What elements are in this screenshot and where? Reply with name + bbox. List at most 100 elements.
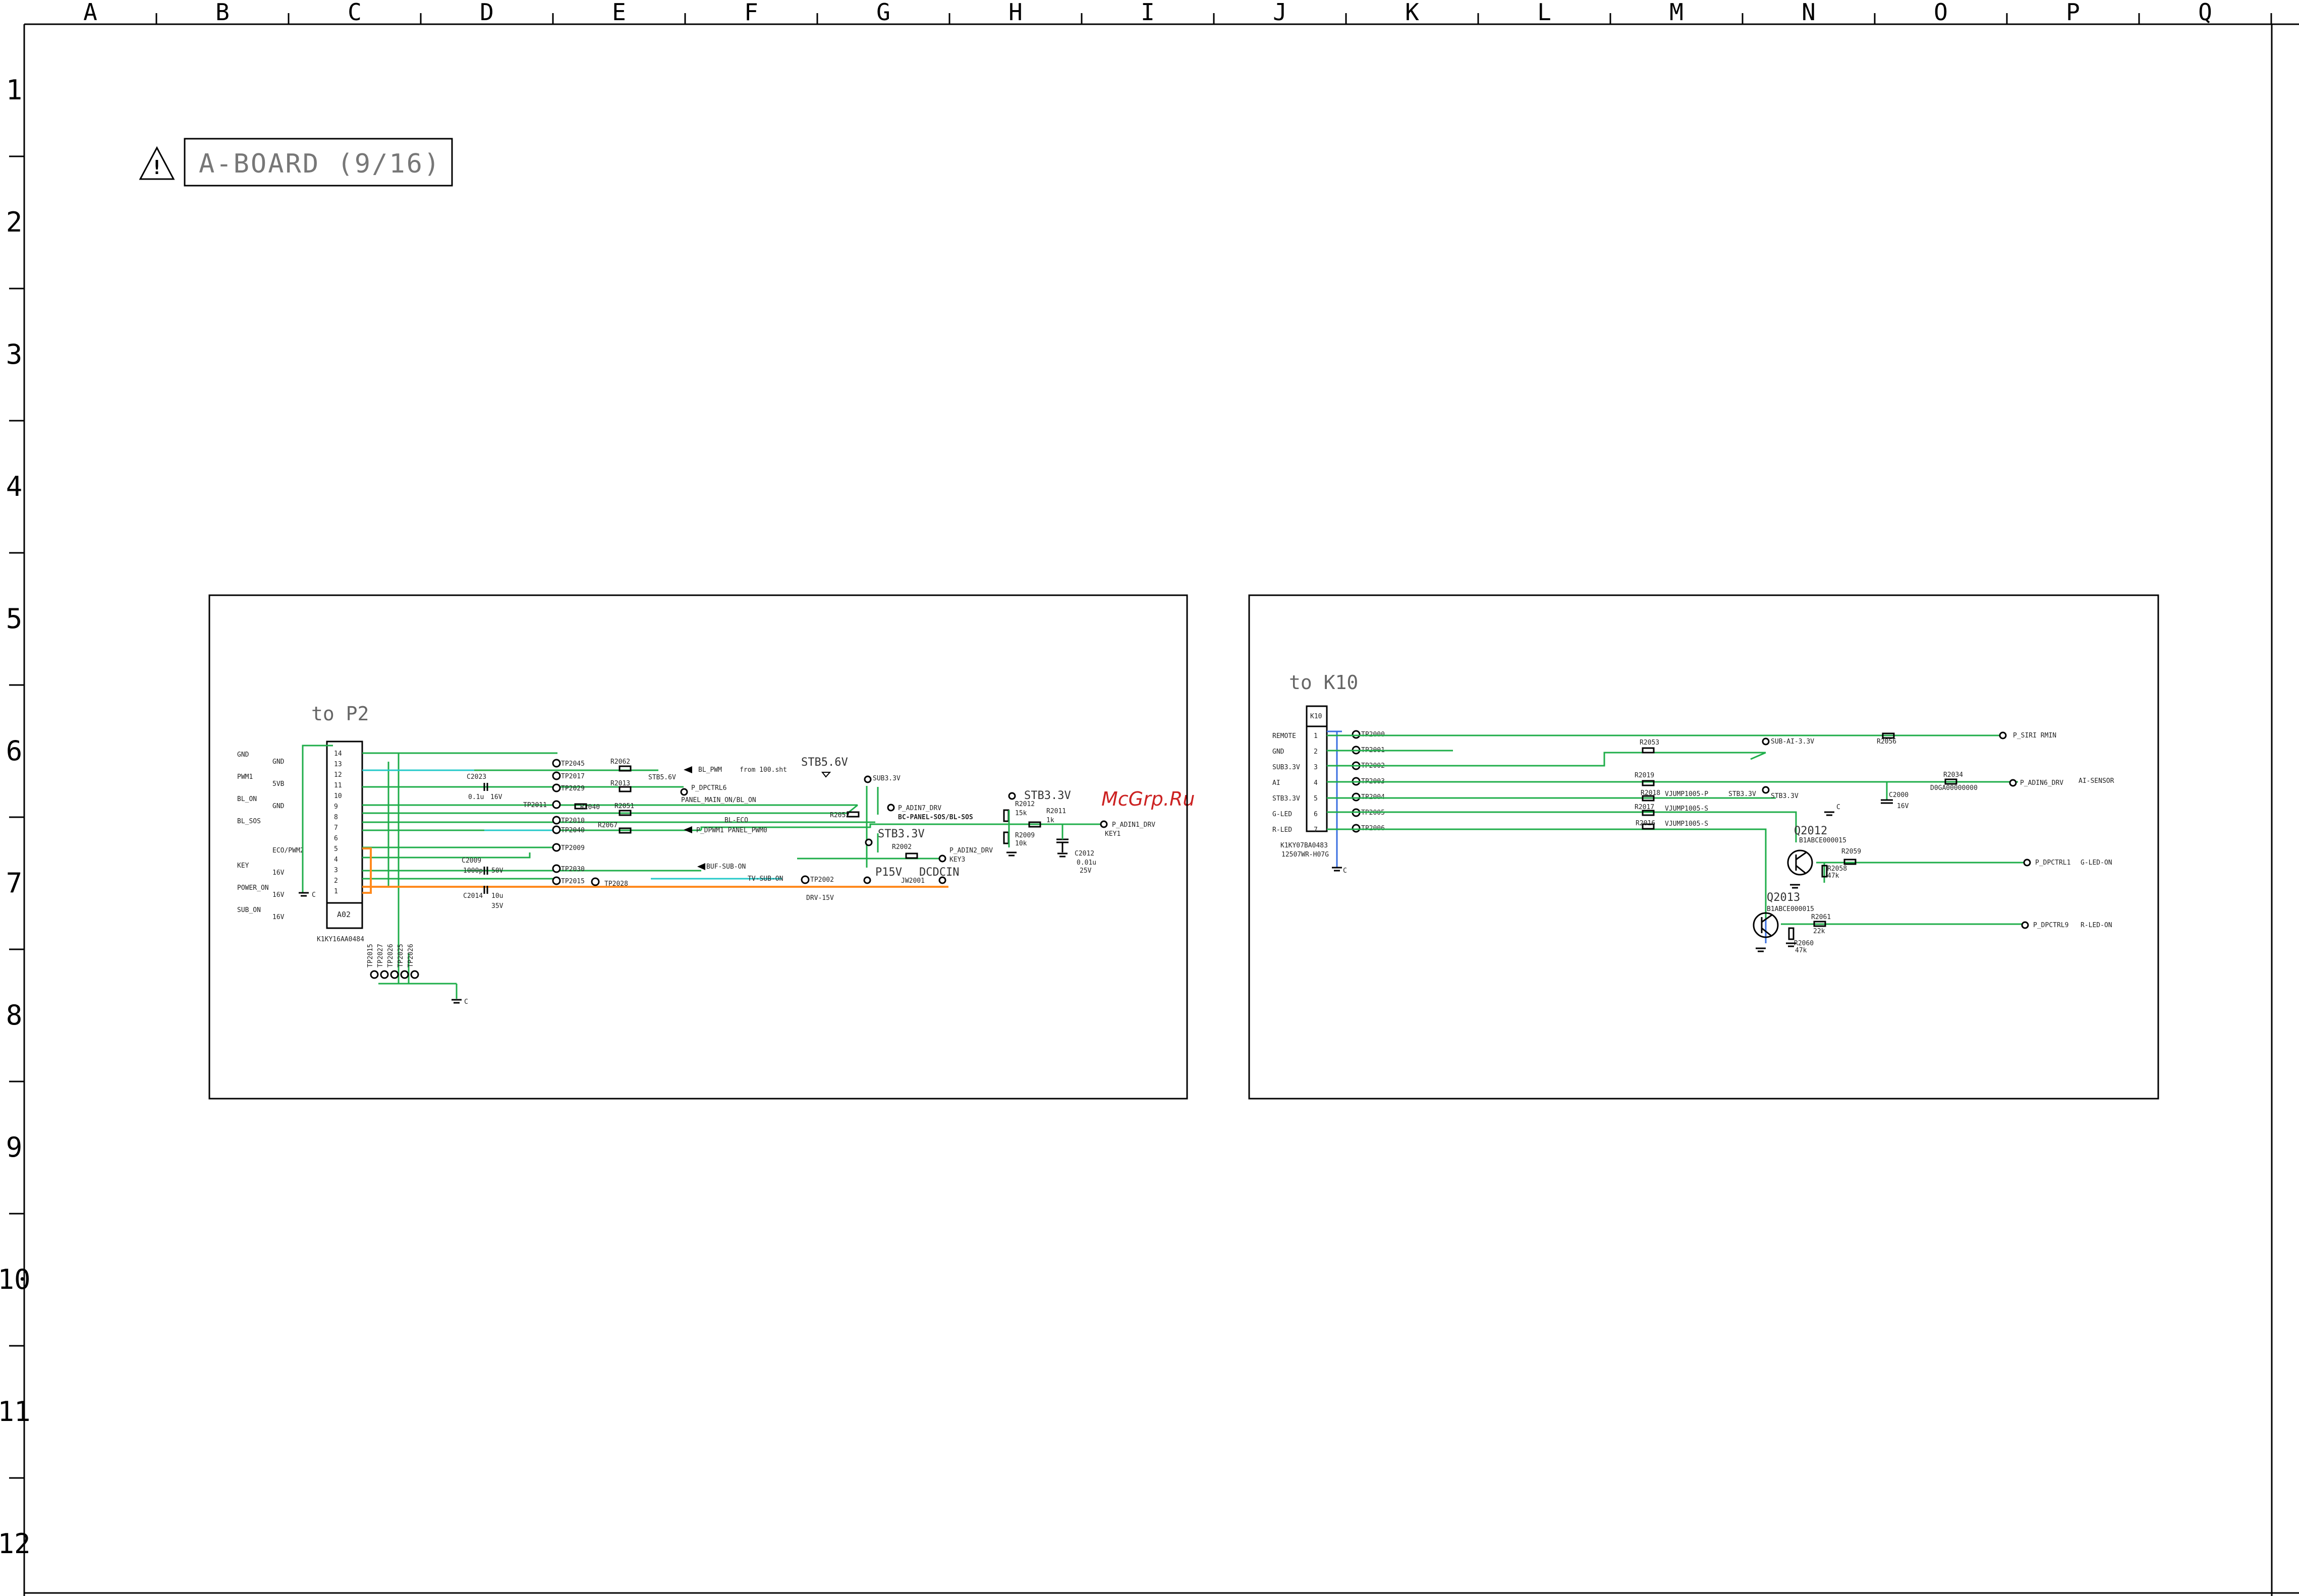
row-label: 9: [6, 1131, 23, 1163]
left-block-heading: to P2: [311, 703, 369, 725]
ground-c-right-2: C: [1836, 804, 1840, 811]
warning-mark: !: [151, 156, 163, 179]
c2000-voltage: 16V: [1897, 803, 1909, 810]
transistor-q2013-icon: [1753, 912, 1779, 938]
net-bl-pwm: BL_PWM: [698, 766, 722, 774]
signal-value: GND: [272, 803, 285, 810]
net-dcdcin: DCDCIN: [919, 866, 959, 879]
q2013-part: B1ABCE000015: [1767, 905, 1814, 913]
signal-name: AI: [1272, 779, 1280, 787]
r2059-label: R2059: [1841, 848, 1861, 856]
c2012-value: 0.01u: [1077, 859, 1096, 867]
signal-name: GND: [1272, 748, 1284, 756]
tp2010-label: TP2010: [561, 817, 585, 825]
connector-a02-body: [326, 740, 363, 929]
net-ai-sensor: AI-SENSOR: [2079, 777, 2114, 785]
net-p-adin1: P_ADIN1_DRV: [1112, 821, 1155, 829]
tp2002-label: TP2002: [810, 876, 834, 884]
column-label: B: [215, 0, 230, 26]
net-drv15v: DRV-15V: [806, 894, 834, 902]
tp2015-label: TP2015: [561, 878, 585, 885]
testpoint-label: TP2026: [387, 944, 395, 967]
row-label: 12: [0, 1528, 31, 1560]
signal-name: REMOTE: [1272, 732, 1296, 740]
tp2011-label: TP2011: [523, 802, 547, 809]
signal-value: 16V: [272, 891, 285, 899]
signal-name: R-LED: [1272, 826, 1292, 834]
pin-number: 3: [334, 867, 338, 874]
pin-number: 2: [334, 877, 338, 885]
right-schematic-block: to K10 K10 K1KY07BA0483 12507WR-H07G 123…: [1248, 594, 2159, 1100]
board-title: ! A-BOARD (9/16): [139, 138, 453, 187]
signal-name: G-LED: [1272, 811, 1292, 818]
net-key3: KEY3: [949, 856, 965, 864]
row-label: 7: [6, 867, 23, 899]
net-p-dpwm1: P_DPWM1 PANEL_PWM0: [696, 827, 767, 834]
right-block-heading: to K10: [1289, 671, 1358, 694]
r2011-label: R2011: [1046, 808, 1066, 815]
testpoint-marker: [1352, 824, 1361, 833]
testpoint-marker: [410, 970, 419, 979]
testpoint-marker: [1352, 730, 1361, 739]
pin-number: 7: [334, 824, 338, 832]
testpoint-label: TP2026: [407, 944, 415, 967]
net-p-dpctrl1: P_DPCTRL1: [2035, 859, 2070, 867]
connector-a02-signals: GNDGNDPWM15VBBL_ONGNDBL_SOSECO/PWM2KEY16…: [237, 751, 304, 921]
pin-number: 3: [1314, 764, 1318, 771]
net-p15v: P15V: [875, 866, 902, 879]
connector-a02-part: K1KY16AA0484: [317, 936, 364, 943]
ground-c-1: C: [312, 891, 316, 899]
tp2045-label: TP2045: [561, 760, 585, 768]
signal-name: SUB3.3V: [1272, 764, 1300, 771]
testpoint-label: TP2015: [367, 944, 374, 967]
net-p-adin6: P_ADIN6_DRV: [2020, 779, 2063, 787]
tp2029-label: TP2029: [561, 785, 585, 792]
r2016-label: R2016: [1636, 820, 1655, 827]
net-vjump-p: VJUMP1005-P: [1665, 790, 1708, 798]
net-stb33-2: STB3.3V: [1771, 792, 1799, 800]
pin-number: 13: [334, 761, 342, 768]
pin-number: 8: [334, 814, 338, 821]
signal-value: 16V: [272, 914, 285, 921]
testpoint-marker: [1352, 792, 1361, 802]
column-label: J: [1273, 0, 1287, 26]
net-stb33-left: STB3.3V: [878, 828, 925, 840]
q2012-label: Q2012: [1794, 825, 1827, 837]
c2014-voltage: 35V: [491, 902, 503, 910]
net-bc-panel-sos: BC-PANEL-SOS/BL-SOS: [898, 814, 973, 821]
c2014-label: C2014: [463, 892, 483, 900]
row-label: 6: [6, 735, 23, 767]
r2009-label: R2009: [1015, 832, 1035, 839]
r2011-value: 1k: [1046, 817, 1054, 824]
c2023-voltage: 16V: [490, 793, 502, 801]
c2012-label: C2012: [1075, 850, 1094, 858]
r2012-label: R2012: [1015, 801, 1035, 808]
pin-number: 9: [334, 803, 338, 811]
net-p-adin7: P_ADIN7_DRV: [898, 805, 941, 812]
r2009-value: 10k: [1015, 840, 1027, 847]
pin-number: 1: [334, 888, 338, 895]
row-label: 1: [6, 74, 23, 106]
net-r-led-on: R-LED-ON: [2081, 922, 2112, 929]
net-p-dpctrl6: P_DPCTRL6: [691, 784, 726, 792]
r2018-label: R2018: [1641, 789, 1660, 797]
left-schematic-block: to P2 A02 K1KY16AA0484 14131211109876543…: [208, 594, 1188, 1100]
row-label: 5: [6, 603, 23, 635]
r2034-label: R2034: [1943, 771, 1963, 779]
r2053-label: R2053: [1640, 739, 1659, 747]
pin-number: 4: [334, 856, 338, 864]
signal-name: BL_ON: [237, 795, 257, 803]
column-label: N: [1802, 0, 1816, 26]
column-label: A: [83, 0, 97, 26]
pin-number: 1: [1314, 732, 1318, 740]
pin-number: 5: [334, 845, 338, 853]
r2002-label: R2002: [892, 843, 912, 851]
net-g-led-on: G-LED-ON: [2081, 859, 2112, 867]
column-label: E: [612, 0, 626, 26]
column-label: C: [348, 0, 362, 26]
r2040-label: R2040: [580, 804, 600, 811]
